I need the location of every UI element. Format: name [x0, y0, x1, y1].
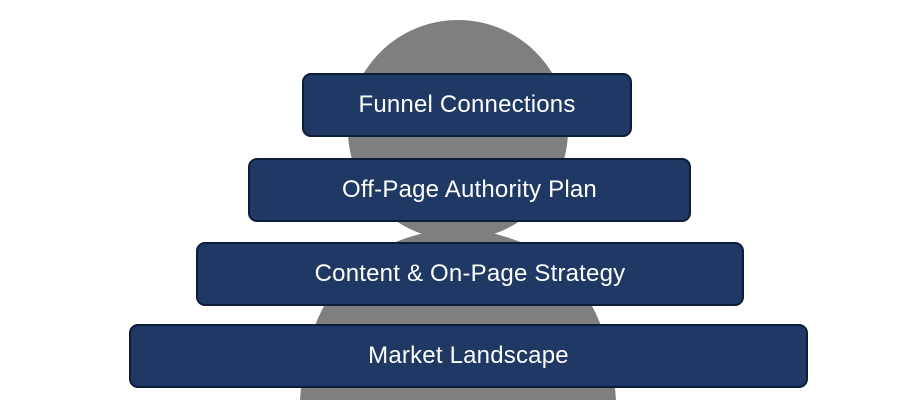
pyramid-layer-label: Content & On-Page Strategy	[314, 260, 626, 287]
pyramid-layer-content-on-page-strategy: Content & On-Page Strategy	[196, 242, 744, 306]
pyramid-layer-off-page-authority-plan: Off-Page Authority Plan	[248, 158, 691, 222]
pyramid-layer-label: Market Landscape	[368, 342, 569, 369]
pyramid-layer-label: Off-Page Authority Plan	[342, 176, 597, 203]
pyramid-layer-funnel-connections: Funnel Connections	[302, 73, 632, 137]
pyramid-layer-market-landscape: Market Landscape	[129, 324, 808, 388]
pyramid-layer-label: Funnel Connections	[358, 91, 576, 118]
